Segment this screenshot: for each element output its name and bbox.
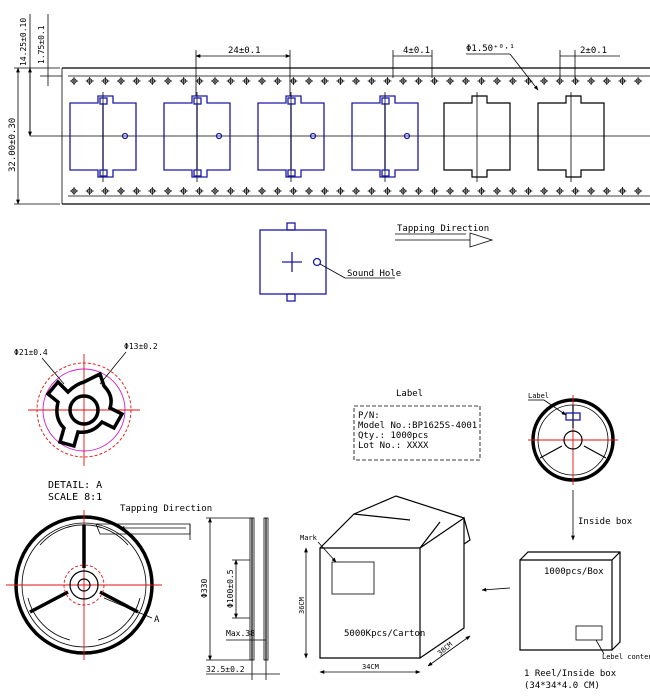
carton-box: Mark 5000Kpcs/Carton 36CM 34CM 38CM	[298, 495, 471, 674]
svg-text:Qty.: 1000pcs: Qty.: 1000pcs	[358, 431, 428, 441]
pocket-empty-1	[443, 92, 511, 182]
carrier-tape	[30, 67, 650, 205]
carton-content: 5000Kpcs/Carton	[344, 629, 425, 639]
carton-mark-label: Mark	[300, 534, 318, 542]
inside-box-flow: Inside box	[578, 517, 633, 527]
detail-a-view: Φ21±0.4 Φ13±0.2 DETAIL: A SCALE 8:1	[14, 342, 158, 503]
carton-height: 36CM	[298, 597, 306, 614]
sound-hole-label: Sound Hole	[347, 269, 401, 279]
reel-tape-width: 32.5±0.2	[206, 665, 245, 674]
svg-text:Tapping Direction: Tapping Direction	[397, 224, 489, 234]
tape-dimensions: 24±0.1 4±0.1 Φ1.50⁺⁰·¹ 2±0.1 32.00±0.30 …	[8, 14, 620, 205]
pocket-3	[257, 92, 325, 182]
flow-arrow-to-carton	[481, 587, 511, 592]
detail-marker: A	[154, 615, 160, 625]
reel-diameter-330: Φ330	[200, 579, 209, 598]
label-box: Label P/N: Model No.:BP1625S-4001 Qty.: …	[353, 389, 481, 461]
edge-dimension: 1.75±0.1	[37, 25, 46, 64]
pocket-4	[351, 92, 419, 182]
inner-box-caption-1: 1 Reel/Inside box	[524, 669, 617, 679]
detail-inner-diameter: Φ13±0.2	[124, 342, 158, 351]
main-reel: A Tapping Direction	[6, 504, 212, 660]
label-title: Label	[396, 389, 423, 399]
part-detail-view: Sound Hole	[259, 222, 401, 302]
inner-box-caption-2: (34*34*4.0 CM)	[524, 681, 600, 691]
inner-box-content: 1000pcs/Box	[544, 567, 604, 577]
detail-caption-1: DETAIL: A	[48, 480, 102, 491]
pocket-empty-2	[537, 92, 605, 182]
reel-side-view: Φ330 Φ100±0.5 Max.38 32.5±0.2	[200, 517, 280, 680]
pitch-dimension: 24±0.1	[228, 46, 261, 56]
carton-width: 34CM	[362, 663, 379, 671]
detail-caption-2: SCALE 8:1	[48, 492, 102, 503]
taping-direction-top: Tapping Direction	[395, 224, 494, 248]
reel-label-marker: Label	[528, 392, 549, 400]
label-content-marker: Lebel content	[602, 653, 650, 661]
svg-text:P/N:: P/N:	[358, 411, 380, 421]
sprocket-holes-top	[70, 77, 643, 85]
reel-taping-direction: Tapping Direction	[120, 504, 212, 514]
pocket-2	[163, 92, 231, 182]
sprocket-holes-bottom	[70, 187, 643, 195]
hole-offset-dimension: 2±0.1	[580, 46, 607, 56]
svg-text:Model No.:BP1625S-4001: Model No.:BP1625S-4001	[358, 421, 477, 431]
reel-with-label: Label Inside box	[528, 392, 633, 541]
hole-diameter-dimension: Φ1.50⁺⁰·¹	[466, 44, 515, 54]
reel-max-width: Max.38	[226, 629, 255, 638]
width-dimension: 32.00±0.30	[8, 118, 18, 172]
hole-pitch-dimension: 4±0.1	[403, 46, 430, 56]
half-width-dimension: 14.25±0.10	[19, 18, 28, 66]
pocket-1	[69, 92, 137, 182]
inner-box: 1000pcs/Box Lebel content 1 Reel/Inside …	[519, 551, 650, 691]
hub-diameter-100: Φ100±0.5	[226, 569, 235, 608]
svg-text:Lot No.: XXXX: Lot No.: XXXX	[358, 441, 429, 451]
detail-outer-diameter: Φ21±0.4	[14, 348, 48, 357]
